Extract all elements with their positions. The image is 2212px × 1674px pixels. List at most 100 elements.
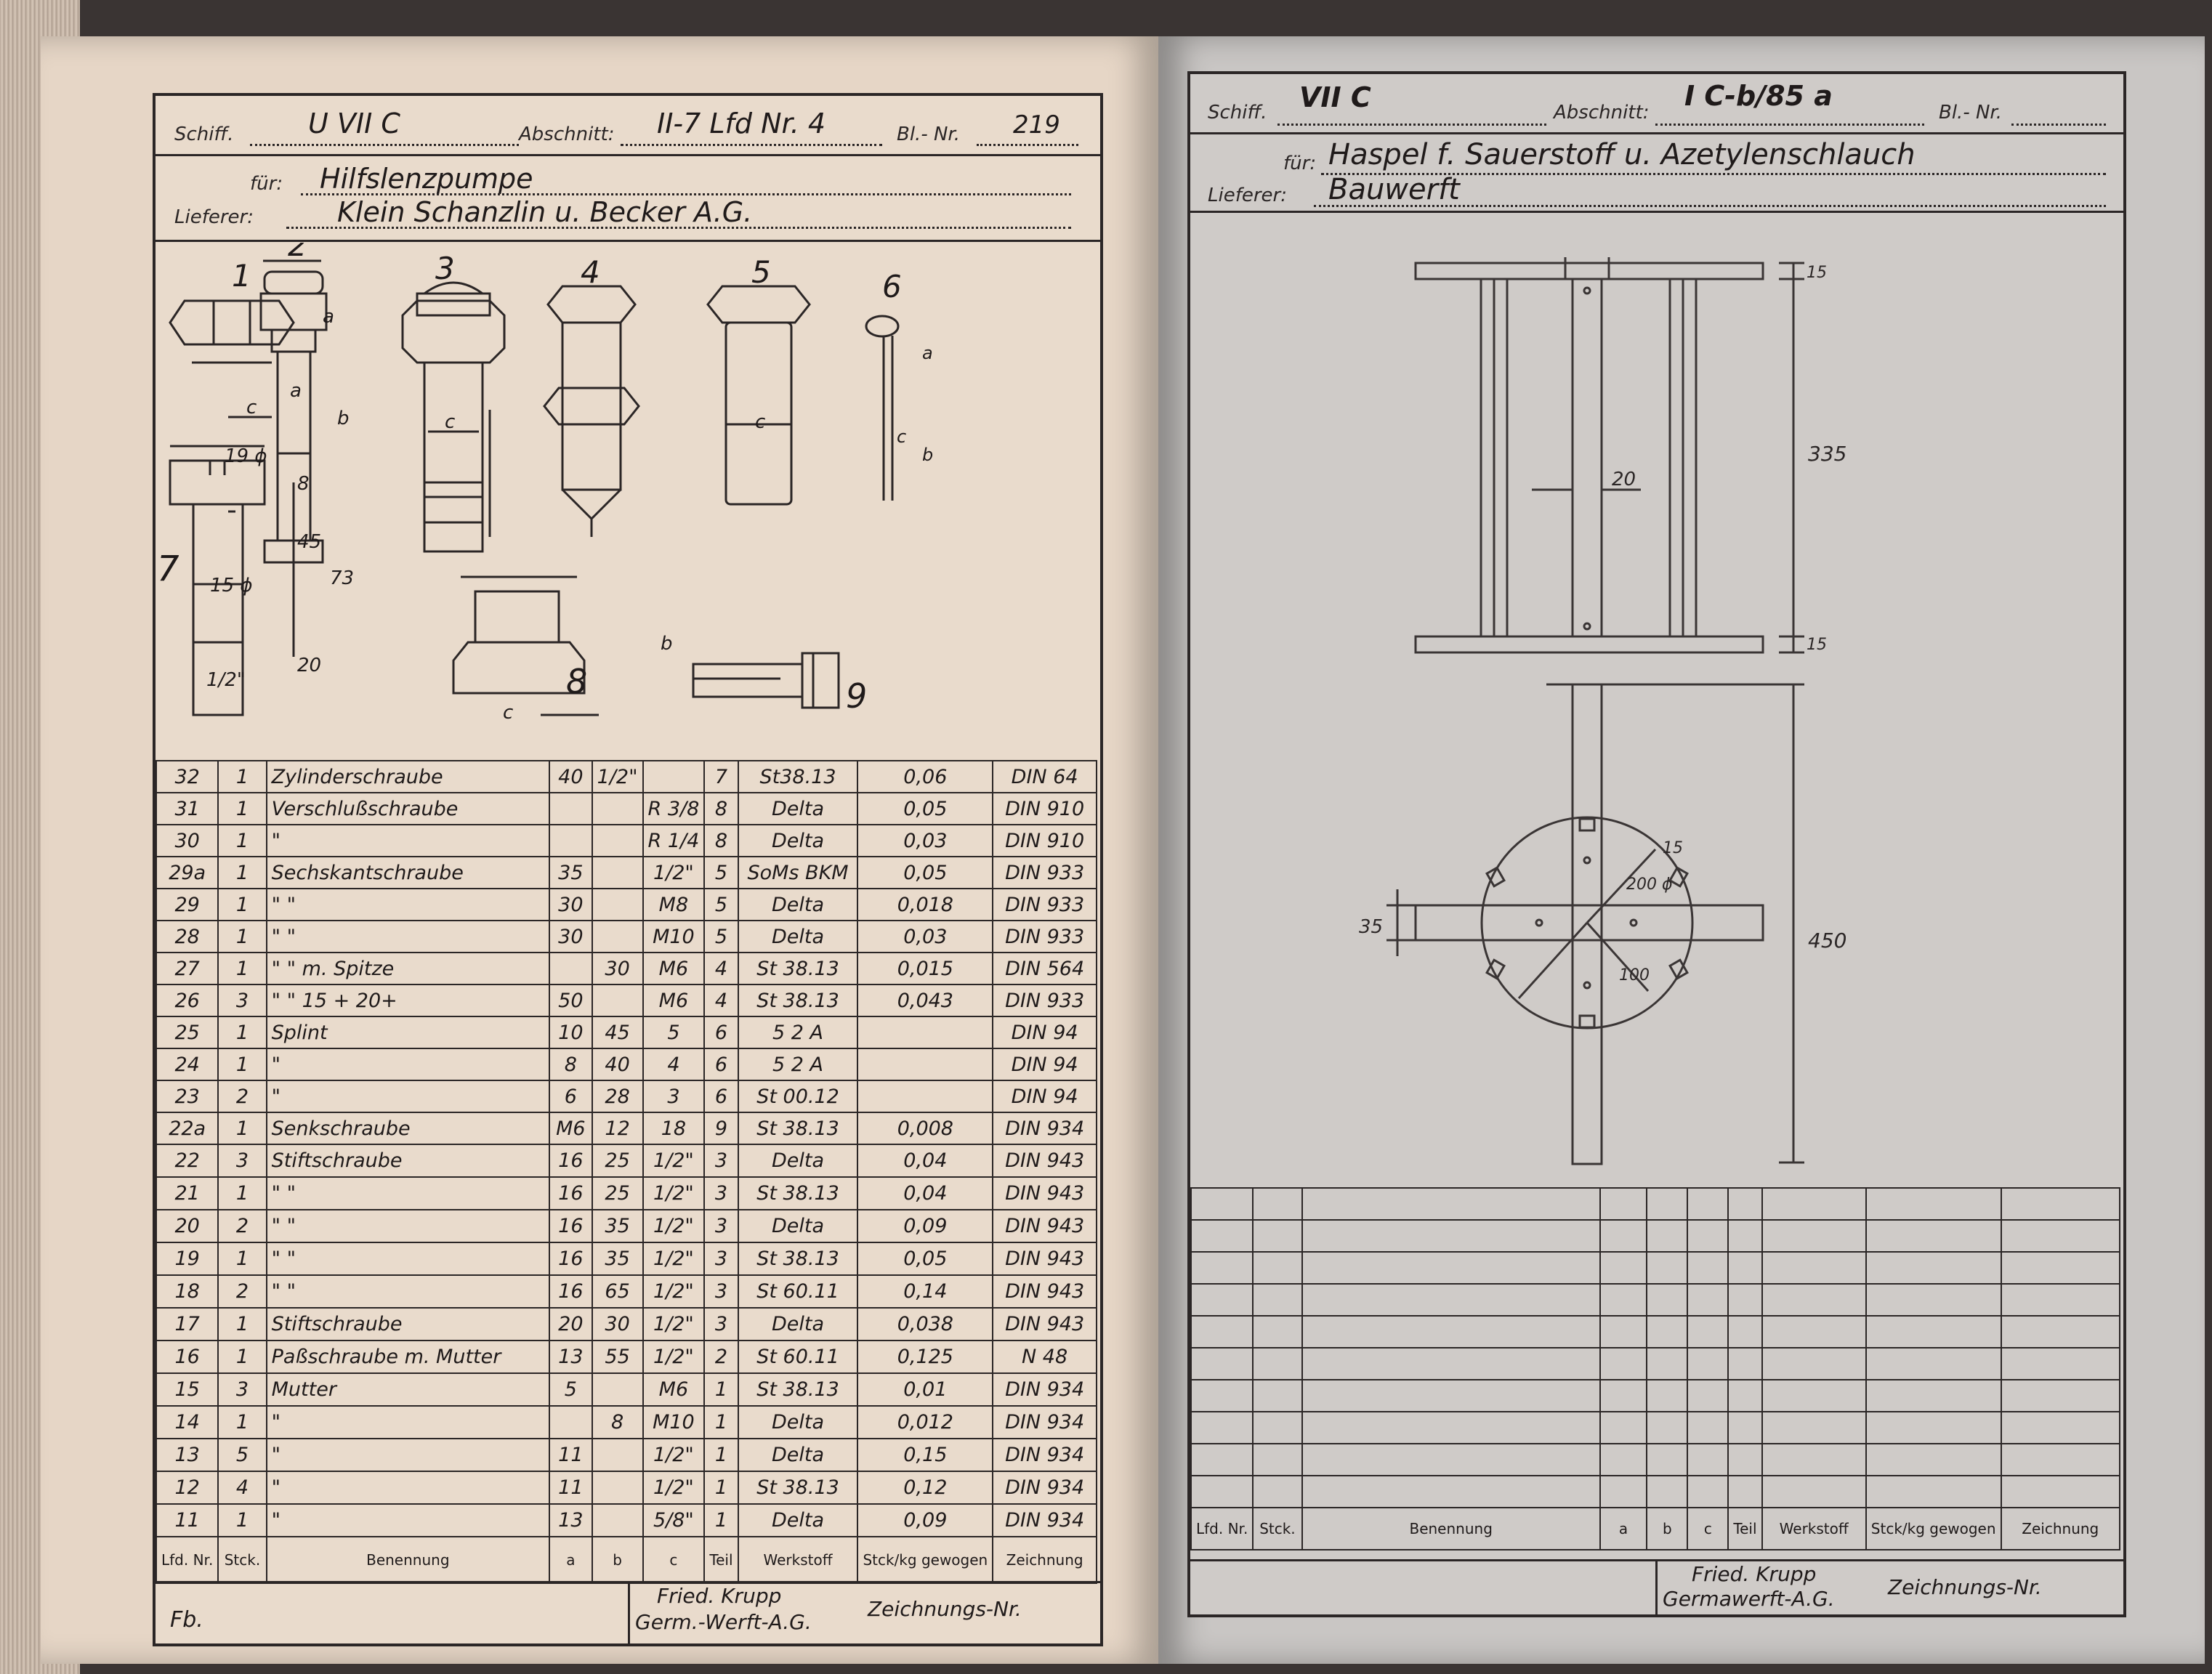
table-cell — [1727, 1411, 1763, 1444]
table-cell — [1727, 1187, 1763, 1221]
table-cell: 1 — [217, 856, 267, 889]
table-cell — [2000, 1347, 2121, 1380]
schiff-label: Schiff. — [174, 124, 234, 145]
table-cell: 0,15 — [857, 1438, 994, 1472]
dim-15: 15 ϕ — [210, 575, 253, 597]
table-row — [1190, 1315, 2121, 1348]
col-header: Benennung — [1301, 1507, 1601, 1550]
table-cell: 4 — [642, 1048, 706, 1081]
table-cell — [1599, 1347, 1648, 1380]
table-cell: " " — [265, 1209, 551, 1243]
table-cell: 4 — [217, 1471, 267, 1505]
table-cell — [1646, 1251, 1689, 1285]
table-cell: 16 — [549, 1176, 593, 1210]
table-cell: 0,14 — [857, 1274, 994, 1309]
col-header: Zeichnung — [992, 1536, 1097, 1584]
col-header: a — [1599, 1507, 1648, 1550]
col-header: a — [549, 1536, 593, 1584]
table-cell: N 48 — [992, 1340, 1097, 1374]
table-cell: St 38.13 — [737, 1372, 859, 1407]
initials: Fb. — [170, 1607, 203, 1633]
table-cell: R 1/4 — [642, 824, 706, 857]
table-cell: 10 — [549, 1016, 593, 1049]
table-cell — [1761, 1187, 1867, 1221]
table-cell: 4 — [703, 984, 739, 1017]
lieferer-value: Bauwerft — [1328, 173, 1460, 206]
table-row — [1190, 1283, 2121, 1317]
table-cell: Zylinderschraube — [265, 760, 551, 793]
reel-flange-bottom — [1414, 635, 1764, 654]
table-row — [1190, 1219, 2121, 1253]
firm-name: Fried. Krupp — [657, 1584, 782, 1608]
table-cell — [1190, 1443, 1254, 1476]
table-cell: Delta — [737, 920, 859, 953]
table-row — [1190, 1379, 2121, 1412]
table-cell: 35 — [549, 856, 593, 889]
table-cell: 0,06 — [857, 760, 994, 793]
table-cell — [591, 1503, 644, 1537]
table-cell: 3 — [703, 1307, 739, 1341]
table-cell: 2 — [703, 1340, 739, 1374]
table-cell: 11 — [549, 1438, 593, 1472]
dotted-line — [250, 144, 519, 146]
table-cell: DIN 934 — [992, 1438, 1097, 1472]
dim-200: 200 ϕ — [1626, 876, 1673, 894]
table-cell — [1301, 1443, 1601, 1476]
table-cell: DIN 564 — [992, 952, 1097, 985]
table-cell: Delta — [737, 1405, 859, 1439]
table-cell: 2 — [217, 1274, 267, 1309]
table-cell — [1190, 1315, 1254, 1348]
table-cell: Splint — [265, 1016, 551, 1049]
table-cell: 8 — [703, 824, 739, 857]
header-divider — [1190, 132, 2123, 134]
table-cell: 3 — [703, 1274, 739, 1309]
table-cell: 0,125 — [857, 1340, 994, 1374]
table-header-row: Lfd. Nr. Stck. Benennung a b c Teil Werk… — [155, 1536, 1097, 1584]
table-cell — [1727, 1347, 1763, 1380]
table-cell: 13 — [155, 1438, 219, 1472]
table-cell: Delta — [737, 888, 859, 921]
table-cell: St38.13 — [737, 760, 859, 793]
table-cell: M6 — [642, 984, 706, 1017]
table-cell: DIN 933 — [992, 856, 1097, 889]
table-cell: 25 — [591, 1144, 644, 1178]
table-cell — [1599, 1379, 1648, 1412]
fuer-value: Haspel f. Sauerstoff u. Azetylenschlauch — [1328, 138, 1916, 171]
table-cell: 4 — [703, 952, 739, 985]
col-header: Werkstoff — [1761, 1507, 1867, 1550]
table-cell — [1301, 1315, 1601, 1348]
col-header: c — [642, 1536, 706, 1584]
table-cell: DIN 933 — [992, 984, 1097, 1017]
col-header: Stck. — [217, 1536, 267, 1584]
lieferer-value: Klein Schanzlin u. Becker A.G. — [337, 196, 753, 228]
table-cell: 1 — [703, 1503, 739, 1537]
table-cell: 9 — [703, 1112, 739, 1145]
table-cell: 1/2" — [642, 1340, 706, 1374]
lieferer-label: Lieferer: — [1208, 185, 1287, 206]
table-cell: 1 — [703, 1372, 739, 1407]
table-cell: St 60.11 — [737, 1274, 859, 1309]
table-cell: Delta — [737, 1503, 859, 1537]
table-cell: DIN 94 — [992, 1080, 1097, 1113]
table-cell — [1727, 1219, 1763, 1253]
col-header: Stck. — [1252, 1507, 1303, 1550]
schiff-value: VII C — [1299, 81, 1371, 113]
table-cell: 13 — [549, 1340, 593, 1374]
abschnitt-label: Abschnitt: — [1554, 102, 1650, 124]
table-cell: Verschlußschraube — [265, 792, 551, 825]
table-cell: 31 — [155, 792, 219, 825]
table-cell: Delta — [737, 792, 859, 825]
screw-head-7 — [169, 459, 266, 506]
col-header: Zeichnung — [2000, 1507, 2121, 1550]
dotted-line — [286, 227, 1071, 229]
reel-drawing: 15 335 15 20 450 35 200 ϕ 15 100 — [1359, 257, 1846, 1165]
table-cell — [591, 984, 644, 1017]
table-cell — [1646, 1315, 1689, 1348]
dim-100: 100 — [1619, 966, 1650, 984]
table-cell — [2000, 1283, 2121, 1317]
